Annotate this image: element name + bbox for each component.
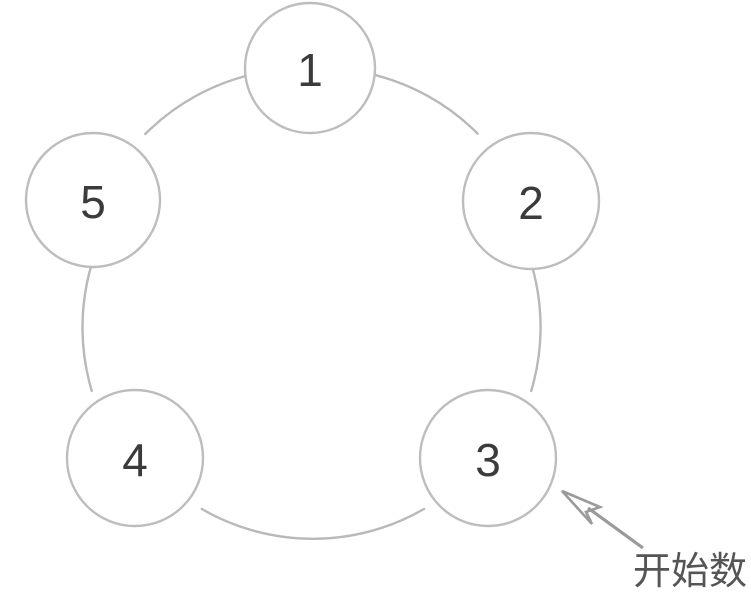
node-5-label: 5 bbox=[80, 176, 106, 228]
edge-group bbox=[81, 72, 542, 540]
node-4-label: 4 bbox=[122, 434, 148, 486]
edge-3-to-4 bbox=[200, 507, 426, 540]
edge-1-to-2 bbox=[367, 72, 479, 135]
edge-4-to-5 bbox=[81, 266, 93, 393]
node-3[interactable]: 3 bbox=[418, 388, 558, 528]
node-2-circle[interactable] bbox=[461, 131, 601, 271]
node-3-circle[interactable] bbox=[418, 388, 558, 528]
node-1-label: 1 bbox=[297, 44, 323, 96]
arrow-head-icon bbox=[561, 489, 604, 525]
node-4-circle[interactable] bbox=[65, 388, 205, 528]
edge-5-to-1 bbox=[144, 72, 256, 136]
node-5[interactable]: 5 bbox=[24, 131, 162, 269]
edge-2-to-3 bbox=[530, 267, 542, 393]
node-4[interactable]: 4 bbox=[65, 388, 205, 528]
node-2[interactable]: 2 bbox=[461, 131, 601, 271]
node-2-label: 2 bbox=[518, 177, 544, 229]
arrow-shaft bbox=[587, 506, 644, 550]
node-5-circle[interactable] bbox=[24, 131, 162, 269]
annotation-arrow bbox=[561, 489, 644, 550]
node-group: 1 2 3 4 5 bbox=[24, 1, 601, 528]
node-3-label: 3 bbox=[475, 434, 501, 486]
node-1[interactable]: 1 bbox=[243, 1, 377, 135]
annotation-label: 开始数 bbox=[633, 551, 748, 593]
node-1-circle[interactable] bbox=[243, 1, 377, 135]
